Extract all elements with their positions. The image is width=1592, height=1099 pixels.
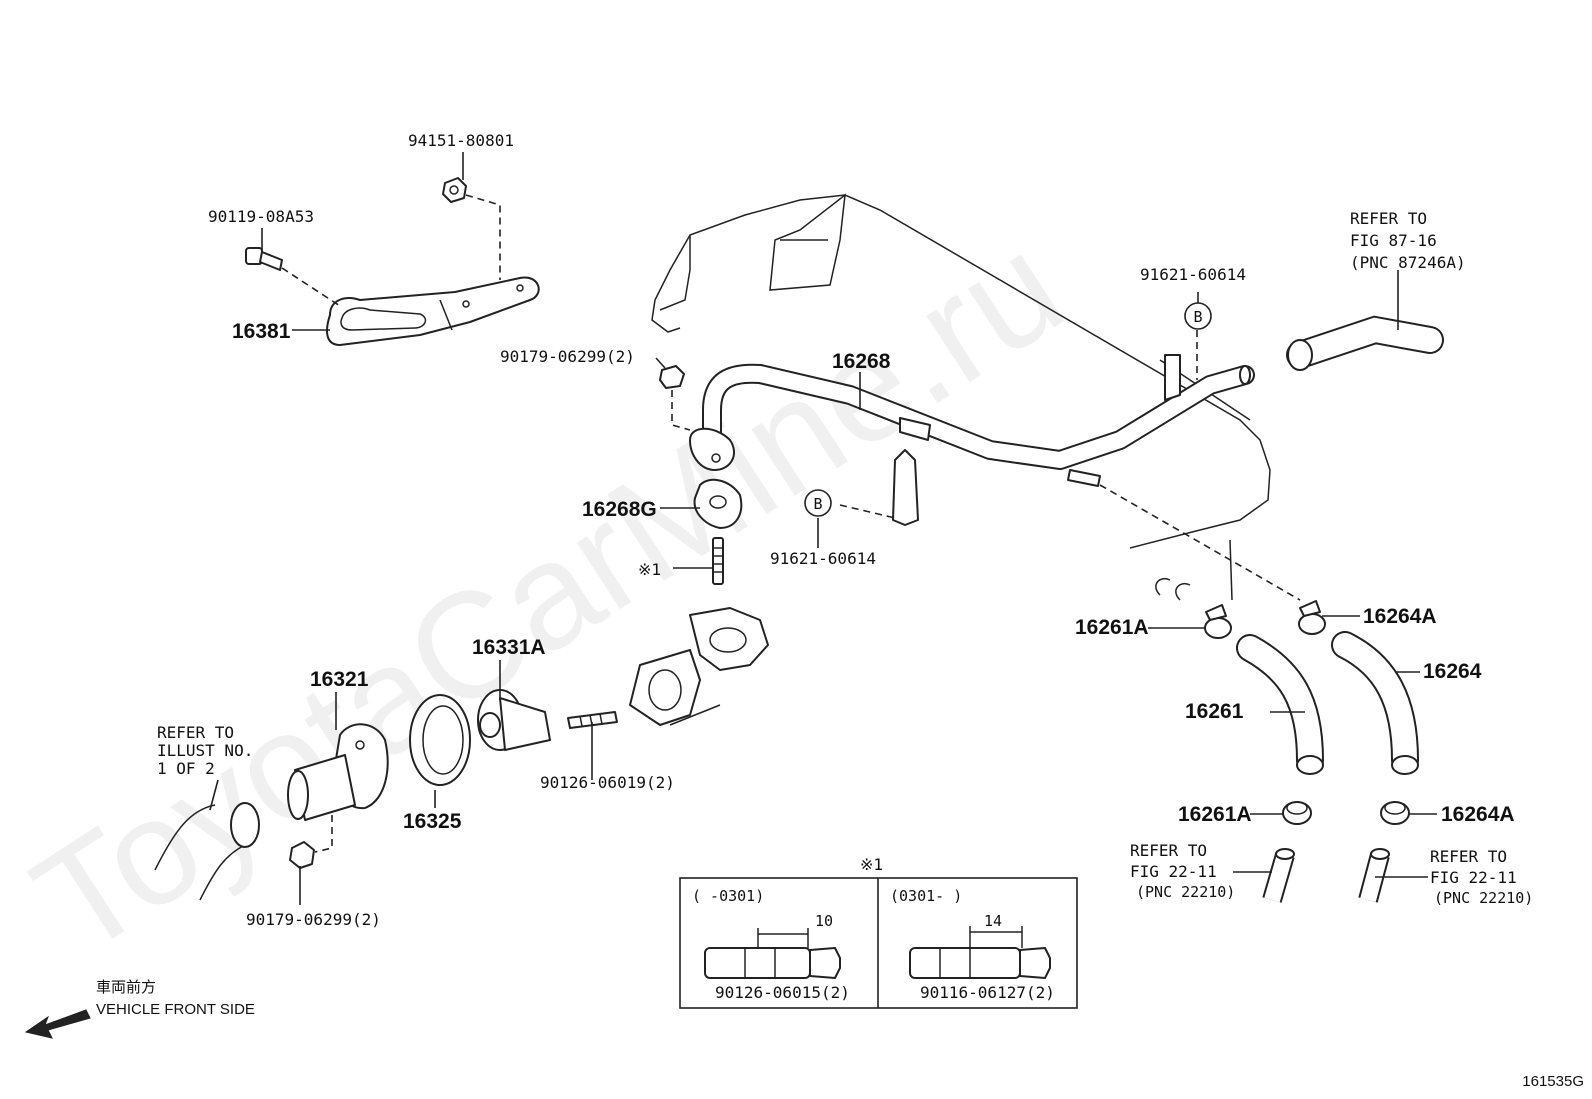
stud-note1[interactable] [712, 537, 724, 585]
clamp-16261a-bottom[interactable] [1282, 801, 1312, 825]
water-pipe-16268[interactable] [689, 354, 1255, 526]
svg-text:FIG 87-16: FIG 87-16 [1350, 231, 1437, 250]
marker-b-top: B [1184, 302, 1212, 330]
label-16261a-top: 16261A [1075, 616, 1149, 639]
label-16381: 16381 [232, 320, 291, 343]
label-90179-06299-upper: 90179-06299(2) [500, 347, 635, 366]
svg-text:ILLUST NO.: ILLUST NO. [157, 741, 253, 760]
label-16264: 16264 [1423, 660, 1482, 683]
label-16325: 16325 [403, 810, 462, 833]
refer-top-right: REFER TO FIG 87-16 (PNC 87246A) [1350, 209, 1466, 272]
refer-left: REFER TO ILLUST NO. 1 OF 2 [157, 723, 253, 778]
front-arrow-icon [24, 1009, 91, 1039]
label-16261a-bottom: 16261A [1178, 803, 1252, 826]
label-16321: 16321 [310, 668, 369, 691]
vehicle-front-indicator: 車両前方 VEHICLE FRONT SIDE [24, 978, 255, 1039]
hose-16264[interactable] [1331, 631, 1419, 775]
pipe-end-22210-right [1358, 848, 1390, 903]
direction-en: VEHICLE FRONT SIDE [96, 1001, 255, 1018]
hose-16261[interactable] [1236, 634, 1324, 775]
gasket-16268g[interactable] [693, 478, 743, 529]
label-90126-06019: 90126-06019(2) [540, 773, 675, 792]
inset-right-range: (0301- ) [890, 887, 962, 905]
bracket-16381[interactable] [326, 276, 540, 346]
clamp-16264a-bottom[interactable] [1380, 801, 1410, 825]
water-inlet-16321[interactable] [287, 723, 389, 821]
label-16268: 16268 [832, 350, 891, 373]
label-91621-60614-mid: 91621-60614 [770, 549, 876, 568]
bolt-90119[interactable] [245, 247, 283, 271]
svg-text:FIG 22-11: FIG 22-11 [1130, 862, 1217, 881]
inset-right-part: 90116-06127(2) [920, 983, 1055, 1002]
svg-text:B: B [1193, 308, 1202, 326]
label-note1: ※1 [638, 560, 661, 579]
svg-text:(PNC 87246A): (PNC 87246A) [1350, 253, 1466, 272]
svg-text:※1: ※1 [860, 855, 883, 874]
svg-text:REFER TO: REFER TO [1130, 841, 1207, 860]
nut-90179-upper[interactable] [659, 365, 685, 389]
inset-left-dim: 10 [815, 912, 833, 930]
label-16264a-top: 16264A [1363, 605, 1437, 628]
svg-text:REFER TO: REFER TO [1430, 847, 1507, 866]
label-91621-60614-top: 91621-60614 [1140, 265, 1246, 284]
refer-bottom-right: REFER TO FIG 22-11 (PNC 22210) [1430, 847, 1533, 907]
pipe-end-22210-left [1262, 848, 1295, 903]
watermark: ToyotaCarMine.ru [6, 201, 1090, 987]
svg-text:1 OF 2: 1 OF 2 [157, 759, 215, 778]
svg-text:FIG 22-11: FIG 22-11 [1430, 868, 1517, 887]
refer-bottom-left: REFER TO FIG 22-11 (PNC 22210) [1130, 841, 1235, 901]
svg-text:REFER TO: REFER TO [157, 723, 234, 742]
hose-87246a [1286, 315, 1444, 371]
radiator-hose-left [154, 802, 260, 901]
inset-left-range: ( -0301) [692, 887, 764, 905]
label-90179-06299-lower: 90179-06299(2) [246, 910, 381, 929]
label-16264a-bottom: 16264A [1441, 803, 1515, 826]
label-16268g: 16268G [582, 498, 657, 521]
label-16331a: 16331A [472, 636, 546, 659]
clamp-16264a-top[interactable] [1298, 600, 1326, 635]
marker-b-mid: B [804, 489, 832, 517]
inset-left-stud [704, 928, 841, 979]
label-90119-08a53: 90119-08A53 [208, 207, 314, 226]
water-outlet-housing [629, 607, 769, 726]
inset-right-stud [909, 926, 1051, 979]
svg-text:REFER TO: REFER TO [1350, 209, 1427, 228]
svg-text:(PNC 22210): (PNC 22210) [1434, 889, 1533, 907]
svg-text:(PNC 22210): (PNC 22210) [1136, 883, 1235, 901]
label-94151-80801: 94151-80801 [408, 131, 514, 150]
gasket-16325[interactable] [409, 694, 471, 786]
thermostat-16331a[interactable] [477, 689, 551, 751]
nut-94151[interactable] [442, 177, 467, 203]
inset-left-part: 90126-06015(2) [715, 983, 850, 1002]
label-16261: 16261 [1185, 700, 1244, 723]
clamp-16261a-top[interactable] [1155, 578, 1232, 639]
inset-right-dim: 14 [984, 912, 1002, 930]
svg-text:B: B [813, 495, 822, 513]
nut-90179-lower[interactable] [289, 841, 315, 869]
direction-jp: 車両前方 [96, 978, 156, 996]
inset-note1: ※1 ( -0301) 10 90126-06015(2) (0301- ) 1… [679, 855, 1078, 1009]
figure-id: 161535G [1522, 1073, 1584, 1090]
leader-lines [209, 152, 1437, 905]
